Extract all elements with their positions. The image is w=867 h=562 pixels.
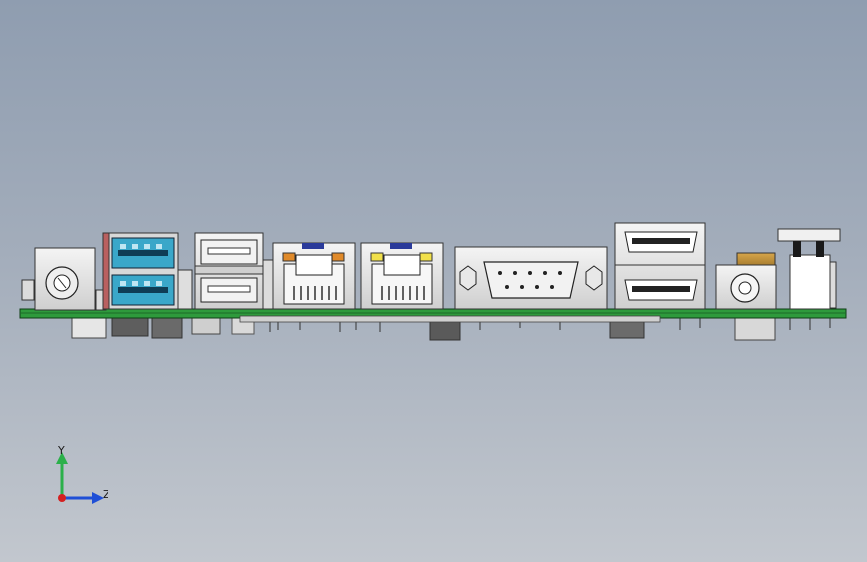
audio-jack-connector bbox=[21, 247, 107, 311]
x-axis-dot bbox=[58, 494, 66, 502]
y-axis-label: Y bbox=[57, 444, 65, 457]
hdmi-dual-port bbox=[614, 222, 706, 310]
dc-power-jack bbox=[715, 252, 777, 310]
db9-serial-connector bbox=[454, 246, 608, 310]
usb3-dual-port bbox=[102, 232, 193, 310]
usb2-dual-port bbox=[194, 232, 274, 310]
z-axis-arrow bbox=[92, 492, 104, 504]
rj45-port-2 bbox=[360, 242, 444, 310]
coordinate-triad: Y Z bbox=[56, 444, 108, 504]
z-axis-label: Z bbox=[103, 488, 108, 501]
rj45-port-1 bbox=[272, 242, 356, 310]
y-axis-arrow bbox=[56, 452, 68, 464]
underside-components bbox=[71, 317, 831, 341]
header-connector bbox=[777, 228, 841, 310]
